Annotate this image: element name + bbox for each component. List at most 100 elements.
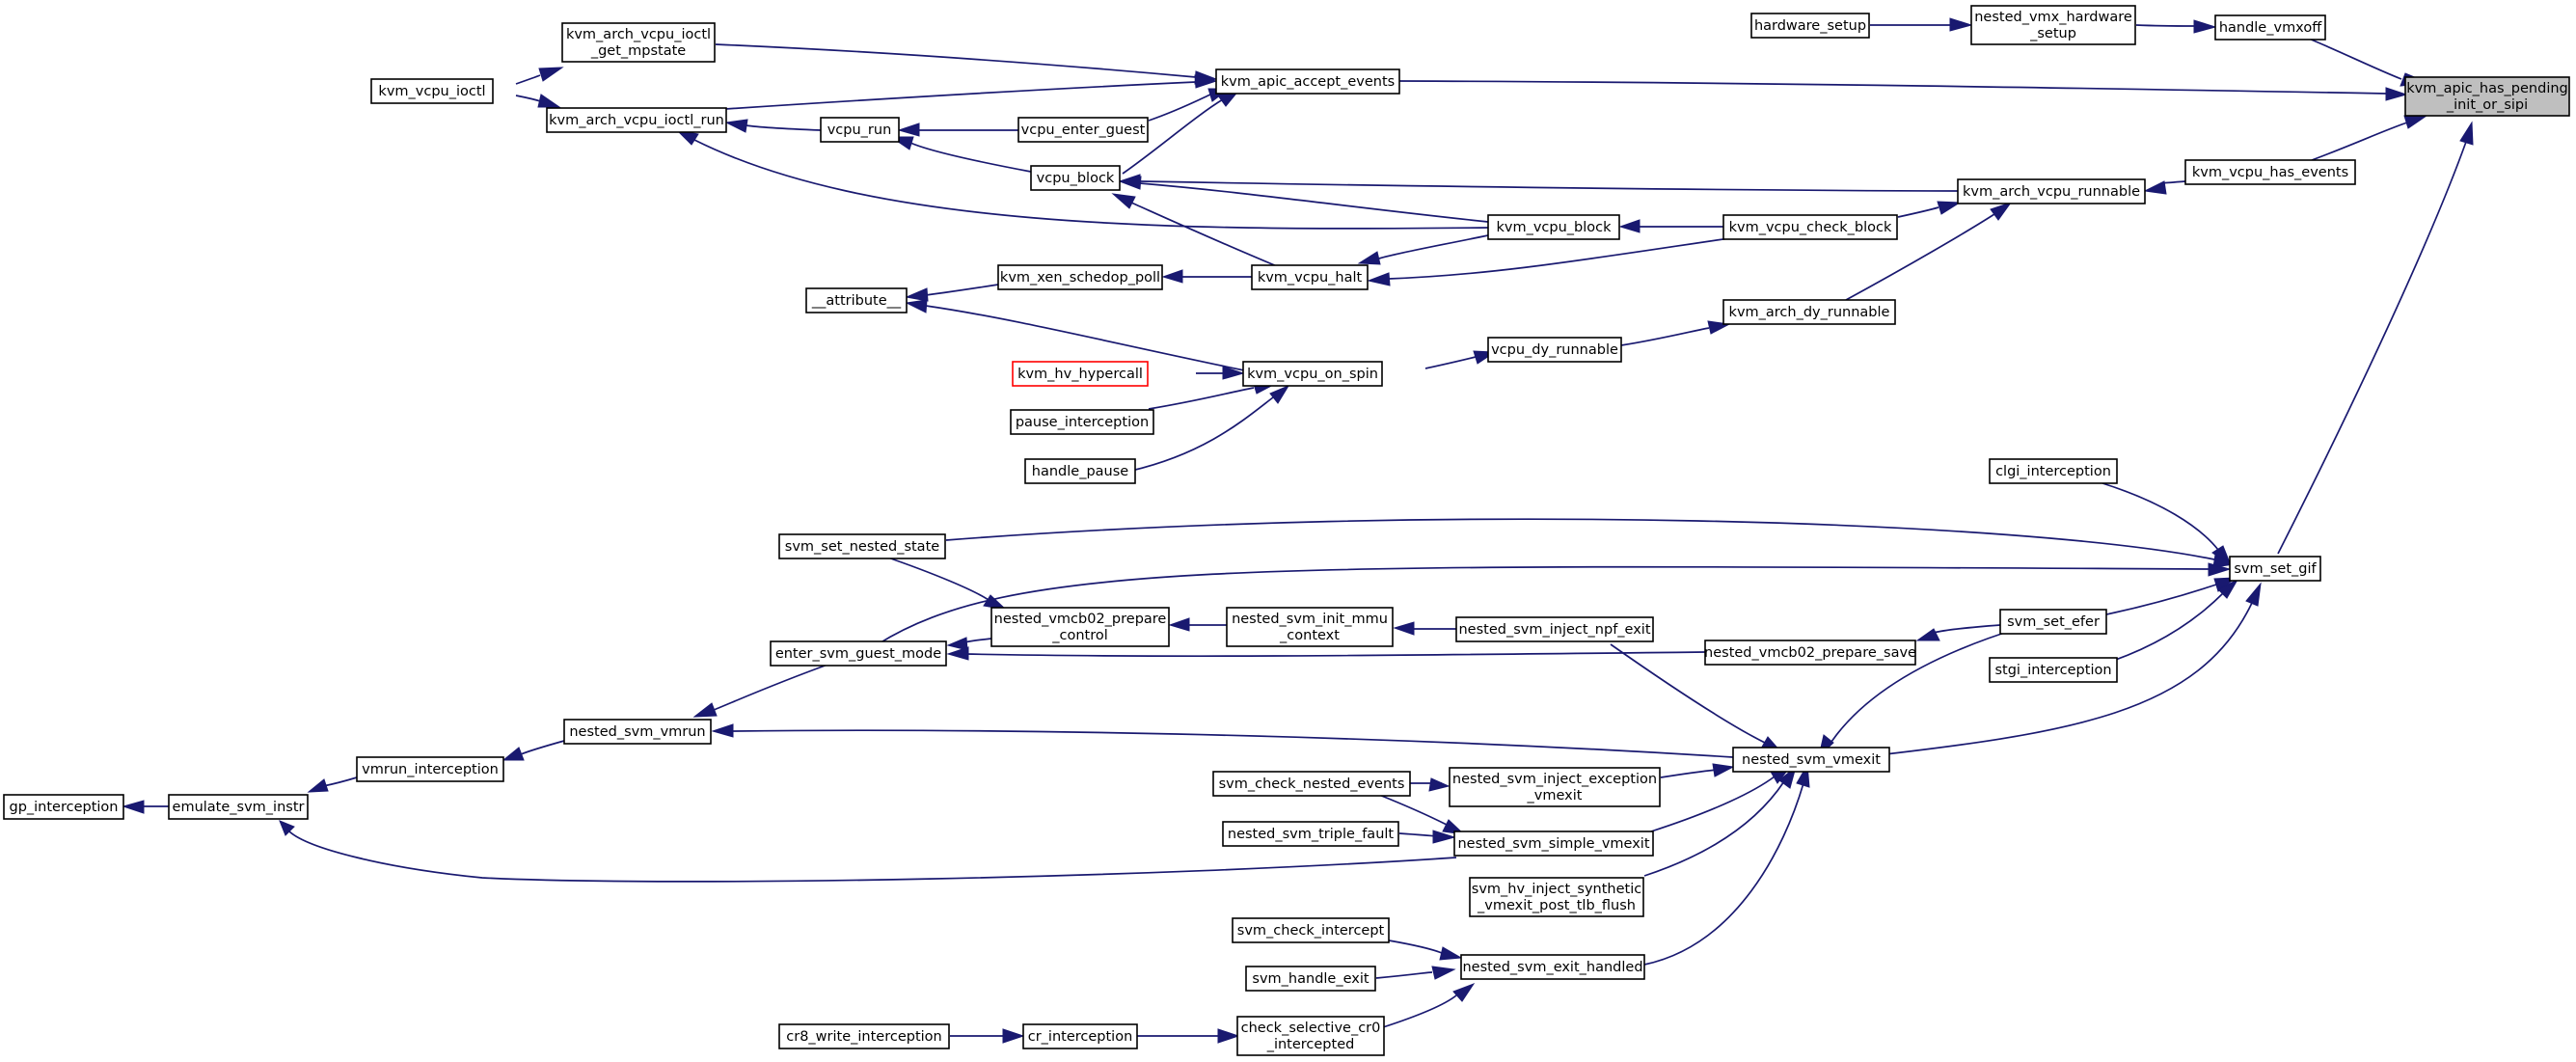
svg-text:hardware_setup: hardware_setup [1754, 18, 1866, 34]
node-gp-interception[interactable]: gp_interception [3, 794, 124, 820]
edge-vmrun-interception-to-emulate [307, 776, 358, 793]
node-pause-interception[interactable]: pause_interception [1010, 409, 1154, 435]
node-nested-vmx-hardware-setup[interactable]: nested_vmx_hardware_setup [1970, 5, 2136, 45]
node-kvm-vcpu-ioctl[interactable]: kvm_vcpu_ioctl [370, 78, 494, 104]
node-kvm-apic-accept-events[interactable]: kvm_apic_accept_events [1215, 68, 1400, 95]
svg-text:nested_svm_exit_handled: nested_svm_exit_handled [1462, 960, 1642, 975]
svg-text:kvm_vcpu_ioctl: kvm_vcpu_ioctl [378, 84, 485, 99]
svg-text:_get_mpstate: _get_mpstate [590, 43, 686, 59]
svg-text:_vmexit_post_tlb_flush: _vmexit_post_tlb_flush [1477, 898, 1636, 913]
node-nested-svm-vmrun[interactable]: nested_svm_vmrun [563, 719, 712, 745]
edge-kvm-vcpu-block-to-ioctl-run [675, 129, 1489, 230]
node-kvm-vcpu-block[interactable]: kvm_vcpu_block [1487, 214, 1620, 240]
svg-text:svm_handle_exit: svm_handle_exit [1252, 971, 1369, 987]
edge-hv-hypercall-to-on-spin [1195, 366, 1245, 380]
node-check-selective-cr0-intercepted[interactable]: check_selective_cr0_intercepted [1236, 1016, 1385, 1056]
edge-init-mmu-to-vmcb02-control [1168, 617, 1227, 632]
edge-nested-state-to-vmcb02-control [881, 555, 1008, 611]
node-svm-set-gif[interactable]: svm_set_gif [2229, 556, 2321, 582]
edge-check-block-to-halt [1367, 236, 1737, 286]
node-kvm-vcpu-on-spin[interactable]: kvm_vcpu_on_spin [1242, 361, 1383, 387]
node-nested-svm-vmexit[interactable]: nested_svm_vmexit [1732, 747, 1890, 773]
node-kvm-arch-vcpu-ioctl-get-mpstate[interactable]: kvm_arch_vcpu_ioctl_get_mpstate [561, 22, 716, 63]
node-svm-set-nested-state[interactable]: svm_set_nested_state [778, 533, 946, 559]
node-kvm-arch-dy-runnable[interactable]: kvm_arch_dy_runnable [1722, 299, 1896, 325]
svg-text:_intercepted: _intercepted [1266, 1037, 1355, 1052]
svg-text:nested_svm_simple_vmexit: nested_svm_simple_vmexit [1457, 836, 1649, 852]
node-nested-svm-init-mmu-context[interactable]: nested_svm_init_mmu_context [1226, 607, 1394, 647]
svg-text:nested_svm_inject_npf_exit: nested_svm_inject_npf_exit [1458, 622, 1650, 638]
edge-dy-runnable-to-runnable [1845, 202, 2013, 301]
svg-text:svm_set_nested_state: svm_set_nested_state [785, 539, 939, 555]
edge-vcpu-ioctl-to-ioctl-run [515, 94, 561, 108]
node-nested-svm-simple-vmexit[interactable]: nested_svm_simple_vmexit [1453, 831, 1654, 857]
node-kvm-arch-vcpu-ioctl-run[interactable]: kvm_arch_vcpu_ioctl_run [546, 107, 727, 133]
node-nested-svm-triple-fault[interactable]: nested_svm_triple_fault [1222, 821, 1399, 847]
svg-text:__attribute__: __attribute__ [811, 293, 902, 309]
svg-text:_setup: _setup [2029, 26, 2076, 41]
node-vmrun-interception[interactable]: vmrun_interception [356, 756, 504, 782]
edge-on-spin-to-attribute [905, 299, 1245, 371]
edge-kvm-vcpu-block-to-halt [1357, 234, 1489, 265]
edge-cr-to-cr0 [1137, 1028, 1240, 1044]
svg-text:gp_interception: gp_interception [10, 800, 119, 815]
node-enter-svm-guest-mode[interactable]: enter_svm_guest_mode [770, 640, 947, 667]
node-vcpu-block[interactable]: vcpu_block [1030, 165, 1121, 191]
svg-text:kvm_arch_dy_runnable: kvm_arch_dy_runnable [1729, 305, 1890, 320]
svg-text:nested_vmcb02_prepare_save: nested_vmcb02_prepare_save [1704, 645, 1916, 661]
node-handle-vmxoff[interactable]: handle_vmxoff [2214, 14, 2326, 41]
node-vcpu-enter-guest[interactable]: vcpu_enter_guest [1017, 117, 1149, 143]
node-vcpu-dy-runnable[interactable]: vcpu_dy_runnable [1487, 337, 1622, 363]
node-hardware-setup[interactable]: hardware_setup [1750, 13, 1870, 39]
node-clgi-interception[interactable]: clgi_interception [1989, 458, 2118, 484]
node-nested-vmcb02-prepare-control[interactable]: nested_vmcb02_prepare_control [990, 607, 1170, 647]
node-svm-hv-inject-synthetic-vmexit[interactable]: svm_hv_inject_synthetic_vmexit_post_tlb_… [1469, 877, 1644, 917]
edge-exit-handled-to-vmexit [1643, 763, 1810, 966]
edge-stgi-to-set-gif [2098, 578, 2239, 667]
svg-text:vcpu_run: vcpu_run [827, 123, 892, 138]
svg-text:vcpu_block: vcpu_block [1037, 171, 1115, 186]
edge-nested-state-to-set-gif [945, 518, 2237, 568]
edge-runnable-to-vcpu-block [1118, 174, 1959, 192]
node-kvm-xen-schedop-poll[interactable]: kvm_xen_schedop_poll [997, 264, 1163, 290]
svg-text:nested_svm_vmrun: nested_svm_vmrun [569, 724, 705, 740]
node-handle-pause[interactable]: handle_pause [1024, 458, 1136, 484]
node-nested-svm-exit-handled[interactable]: nested_svm_exit_handled [1460, 954, 1645, 980]
node-svm-check-nested-events[interactable]: svm_check_nested_events [1212, 771, 1411, 797]
edge-vmexit-to-set-gif [1851, 582, 2262, 759]
svg-text:_vmexit: _vmexit [1527, 788, 1583, 803]
call-edges [122, 17, 2474, 1044]
node-kvm-hv-hypercall[interactable]: kvm_hv_hypercall [1012, 361, 1149, 387]
node-nested-vmcb02-prepare-save[interactable]: nested_vmcb02_prepare_save [1704, 640, 1916, 666]
svg-text:vcpu_dy_runnable: vcpu_dy_runnable [1491, 342, 1618, 358]
svg-text:clgi_interception: clgi_interception [1995, 464, 2111, 479]
node-nested-svm-inject-exception-vmexit[interactable]: nested_svm_inject_exception_vmexit [1449, 767, 1661, 807]
node-cr8-write-interception[interactable]: cr8_write_interception [778, 1023, 950, 1049]
node-cr-interception[interactable]: cr_interception [1022, 1023, 1138, 1049]
node-root[interactable]: kvm_apic_has_pending_init_or_sipi [2404, 76, 2570, 117]
edge-handle-pause-to-on-spin [1130, 384, 1290, 472]
node-kvm-vcpu-check-block[interactable]: kvm_vcpu_check_block [1722, 214, 1898, 240]
node-svm-handle-exit[interactable]: svm_handle_exit [1245, 966, 1376, 992]
node-stgi-interception[interactable]: stgi_interception [1989, 657, 2118, 683]
edge-set-efer-to-set-gif [2105, 577, 2237, 615]
node-svm-set-efer[interactable]: svm_set_efer [1999, 609, 2107, 635]
edge-nested-vmx-hw-to-handle-vmxoff [2135, 19, 2217, 34]
node-kvm-vcpu-has-events[interactable]: kvm_vcpu_has_events [2184, 159, 2356, 185]
node-vcpu-run[interactable]: vcpu_run [820, 117, 900, 143]
node-nested-svm-inject-npf-exit[interactable]: nested_svm_inject_npf_exit [1455, 616, 1654, 642]
svg-text:_context: _context [1279, 628, 1340, 643]
node-attribute[interactable]: __attribute__ [805, 287, 908, 313]
node-emulate-svm-instr[interactable]: emulate_svm_instr [168, 794, 309, 820]
svg-text:kvm_hv_hypercall: kvm_hv_hypercall [1017, 367, 1143, 382]
svg-text:nested_svm_vmexit: nested_svm_vmexit [1742, 752, 1881, 768]
edge-cr8-to-cr [950, 1028, 1025, 1044]
node-kvm-vcpu-halt[interactable]: kvm_vcpu_halt [1251, 264, 1369, 290]
node-kvm-arch-vcpu-runnable[interactable]: kvm_arch_vcpu_runnable [1957, 178, 2146, 204]
svg-text:kvm_vcpu_check_block: kvm_vcpu_check_block [1729, 220, 1892, 235]
svg-text:vmrun_interception: vmrun_interception [362, 762, 499, 777]
edge-hardware-setup-to-nested-vmx-hw [1870, 17, 1973, 32]
edge-vmcb02-control-to-guest-mode [946, 637, 992, 651]
node-svm-check-intercept[interactable]: svm_check_intercept [1232, 917, 1390, 943]
edge-vmrun-to-vmrun-interception [502, 740, 565, 761]
